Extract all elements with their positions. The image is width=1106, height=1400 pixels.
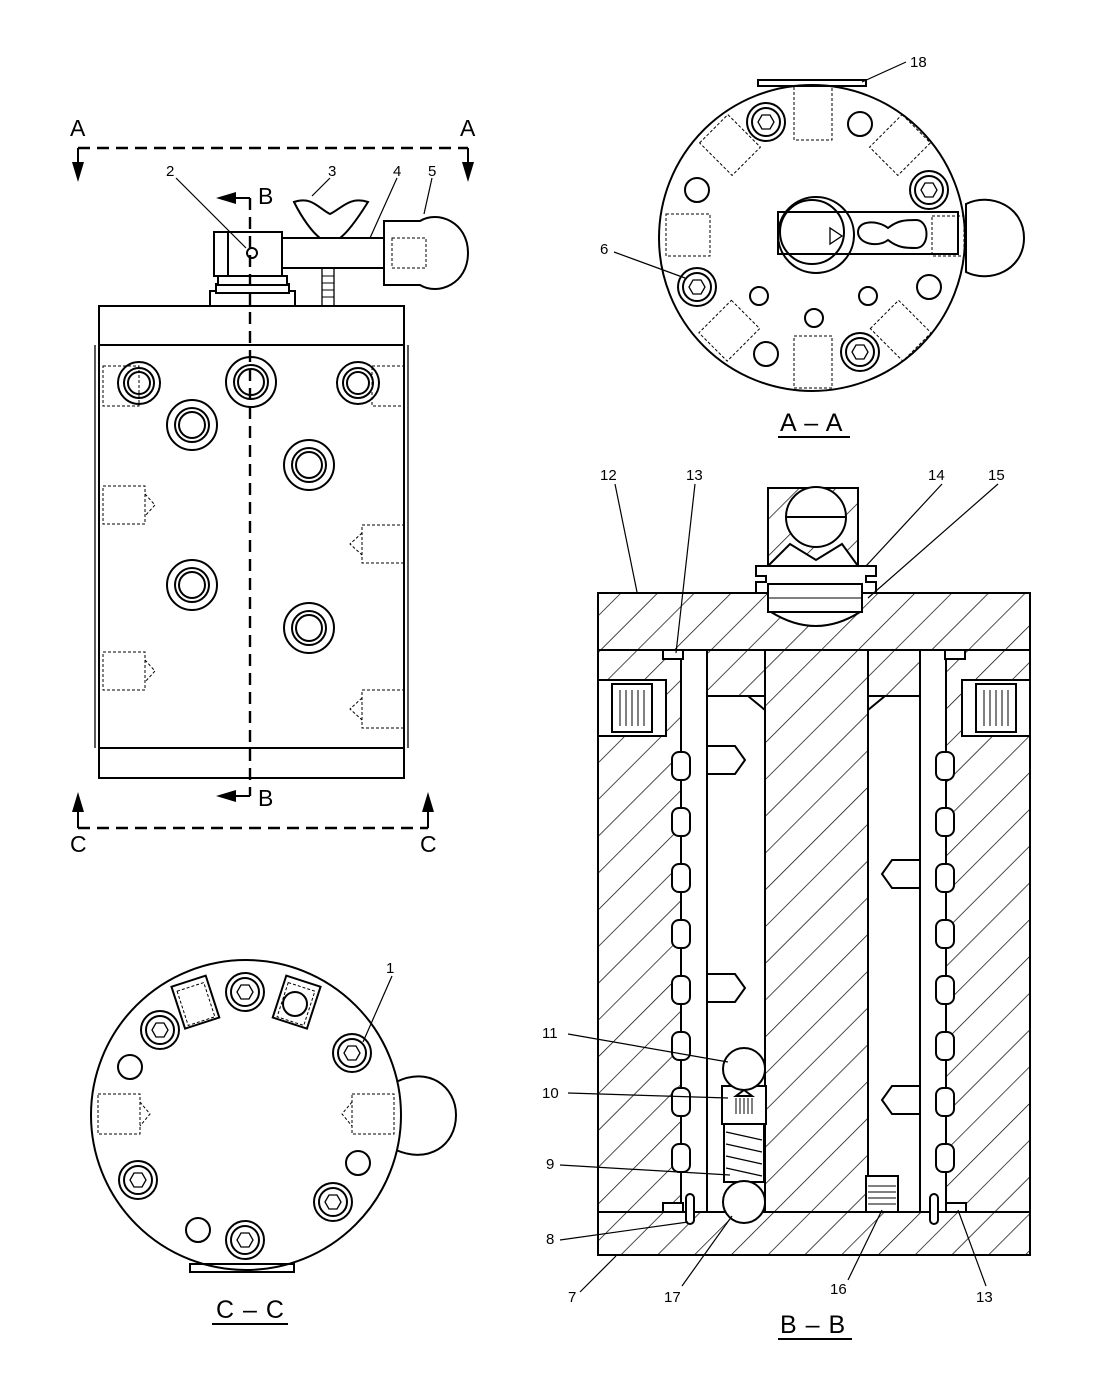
callout-3: 3 [328, 163, 336, 180]
check-ball-upper [722, 1047, 766, 1091]
cut-label-b-bottom: B [258, 785, 273, 811]
top-valve-housing [755, 486, 877, 613]
hidden-side-ports [102, 365, 405, 729]
dowel-pin-right [929, 1193, 939, 1225]
callout-11: 11 [542, 1025, 558, 1042]
callout-13-top: 13 [686, 467, 703, 484]
knob [383, 216, 470, 290]
section-b-b-view: 12 13 14 15 11 10 9 8 7 17 16 13 B – B [542, 467, 1031, 1340]
cut-label-c-left: C [70, 831, 87, 857]
bottom-plug [865, 1175, 899, 1213]
o-ring-top-right [944, 649, 966, 660]
cut-label-c-right: C [420, 831, 437, 857]
callout-17: 17 [664, 1289, 681, 1306]
callout-6: 6 [600, 241, 608, 258]
knob-c-c [395, 1075, 458, 1156]
callout-18: 18 [910, 54, 927, 71]
top-valve-fitting [209, 231, 385, 307]
cut-label-a-right: A [460, 115, 476, 141]
wing-nut [292, 199, 370, 239]
callout-10: 10 [542, 1085, 559, 1102]
callout-13-bottom: 13 [976, 1289, 993, 1306]
side-view: A A C C [70, 115, 476, 857]
section-b-b-title: B – B [780, 1311, 846, 1339]
section-a-a-view: 6 18 A – A [600, 54, 1026, 438]
section-a-a-outline [658, 84, 966, 392]
knob-a-a [965, 198, 1026, 278]
dowel-pin-left [685, 1193, 695, 1225]
section-c-c-title: C – C [216, 1296, 285, 1324]
callout-7: 7 [568, 1289, 576, 1306]
valve-block-body [98, 305, 405, 779]
callout-5: 5 [428, 163, 436, 180]
callout-4: 4 [393, 163, 401, 180]
o-ring-bottom-left [662, 1202, 684, 1213]
o-ring-bottom-right [945, 1202, 967, 1213]
section-a-a-title: A – A [780, 409, 843, 437]
o-ring-top-left [662, 649, 684, 660]
callout-8: 8 [546, 1231, 554, 1248]
slot-column-left [671, 751, 691, 1173]
section-c-c-view: 1 C – C [90, 959, 458, 1325]
check-valve-assembly [721, 1047, 767, 1224]
slot-column-right [935, 751, 955, 1173]
cut-label-b-top: B [258, 183, 273, 209]
callout-14: 14 [928, 467, 945, 484]
callout-9: 9 [546, 1156, 554, 1173]
callout-15: 15 [988, 467, 1005, 484]
callout-12: 12 [600, 467, 617, 484]
check-ball-lower [722, 1180, 766, 1224]
callout-2: 2 [166, 163, 174, 180]
callout-16: 16 [830, 1281, 847, 1298]
bottom-plate [597, 1211, 1031, 1256]
callout-1: 1 [386, 960, 394, 977]
cut-label-a-left: A [70, 115, 86, 141]
